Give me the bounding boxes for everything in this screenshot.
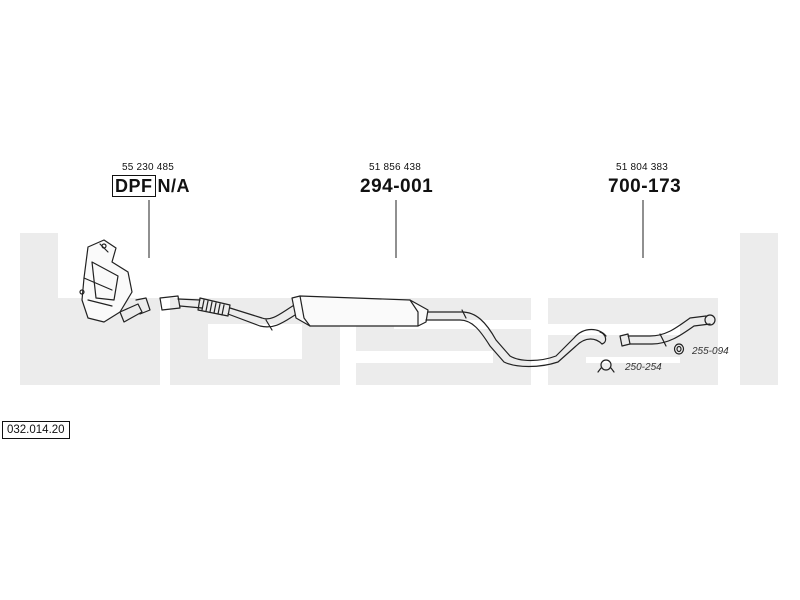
middle-code: 294-001 [360,176,434,197]
rear-code: 700-173 [608,176,682,197]
dpf-code: N/A [157,176,190,196]
rear-pipe [619,314,716,347]
clamp-code: 250-254 [625,362,662,373]
ring-code: 255-094 [692,346,729,357]
front-pipe [159,295,301,331]
oe-number-rear: 51 804 383 [616,162,669,173]
oe-number-middle: 51 856 438 [369,162,422,173]
dpf-unit [79,239,151,323]
middle-silencer [291,295,607,368]
clamp-icon [597,359,615,373]
rubber-ring-icon [673,343,685,355]
leader-lines [148,200,644,258]
part-number-box: 032.014.20 [2,421,70,439]
oe-number-dpf: 55 230 485 [122,162,175,173]
dpf-boxed-label: DPF [112,175,156,197]
